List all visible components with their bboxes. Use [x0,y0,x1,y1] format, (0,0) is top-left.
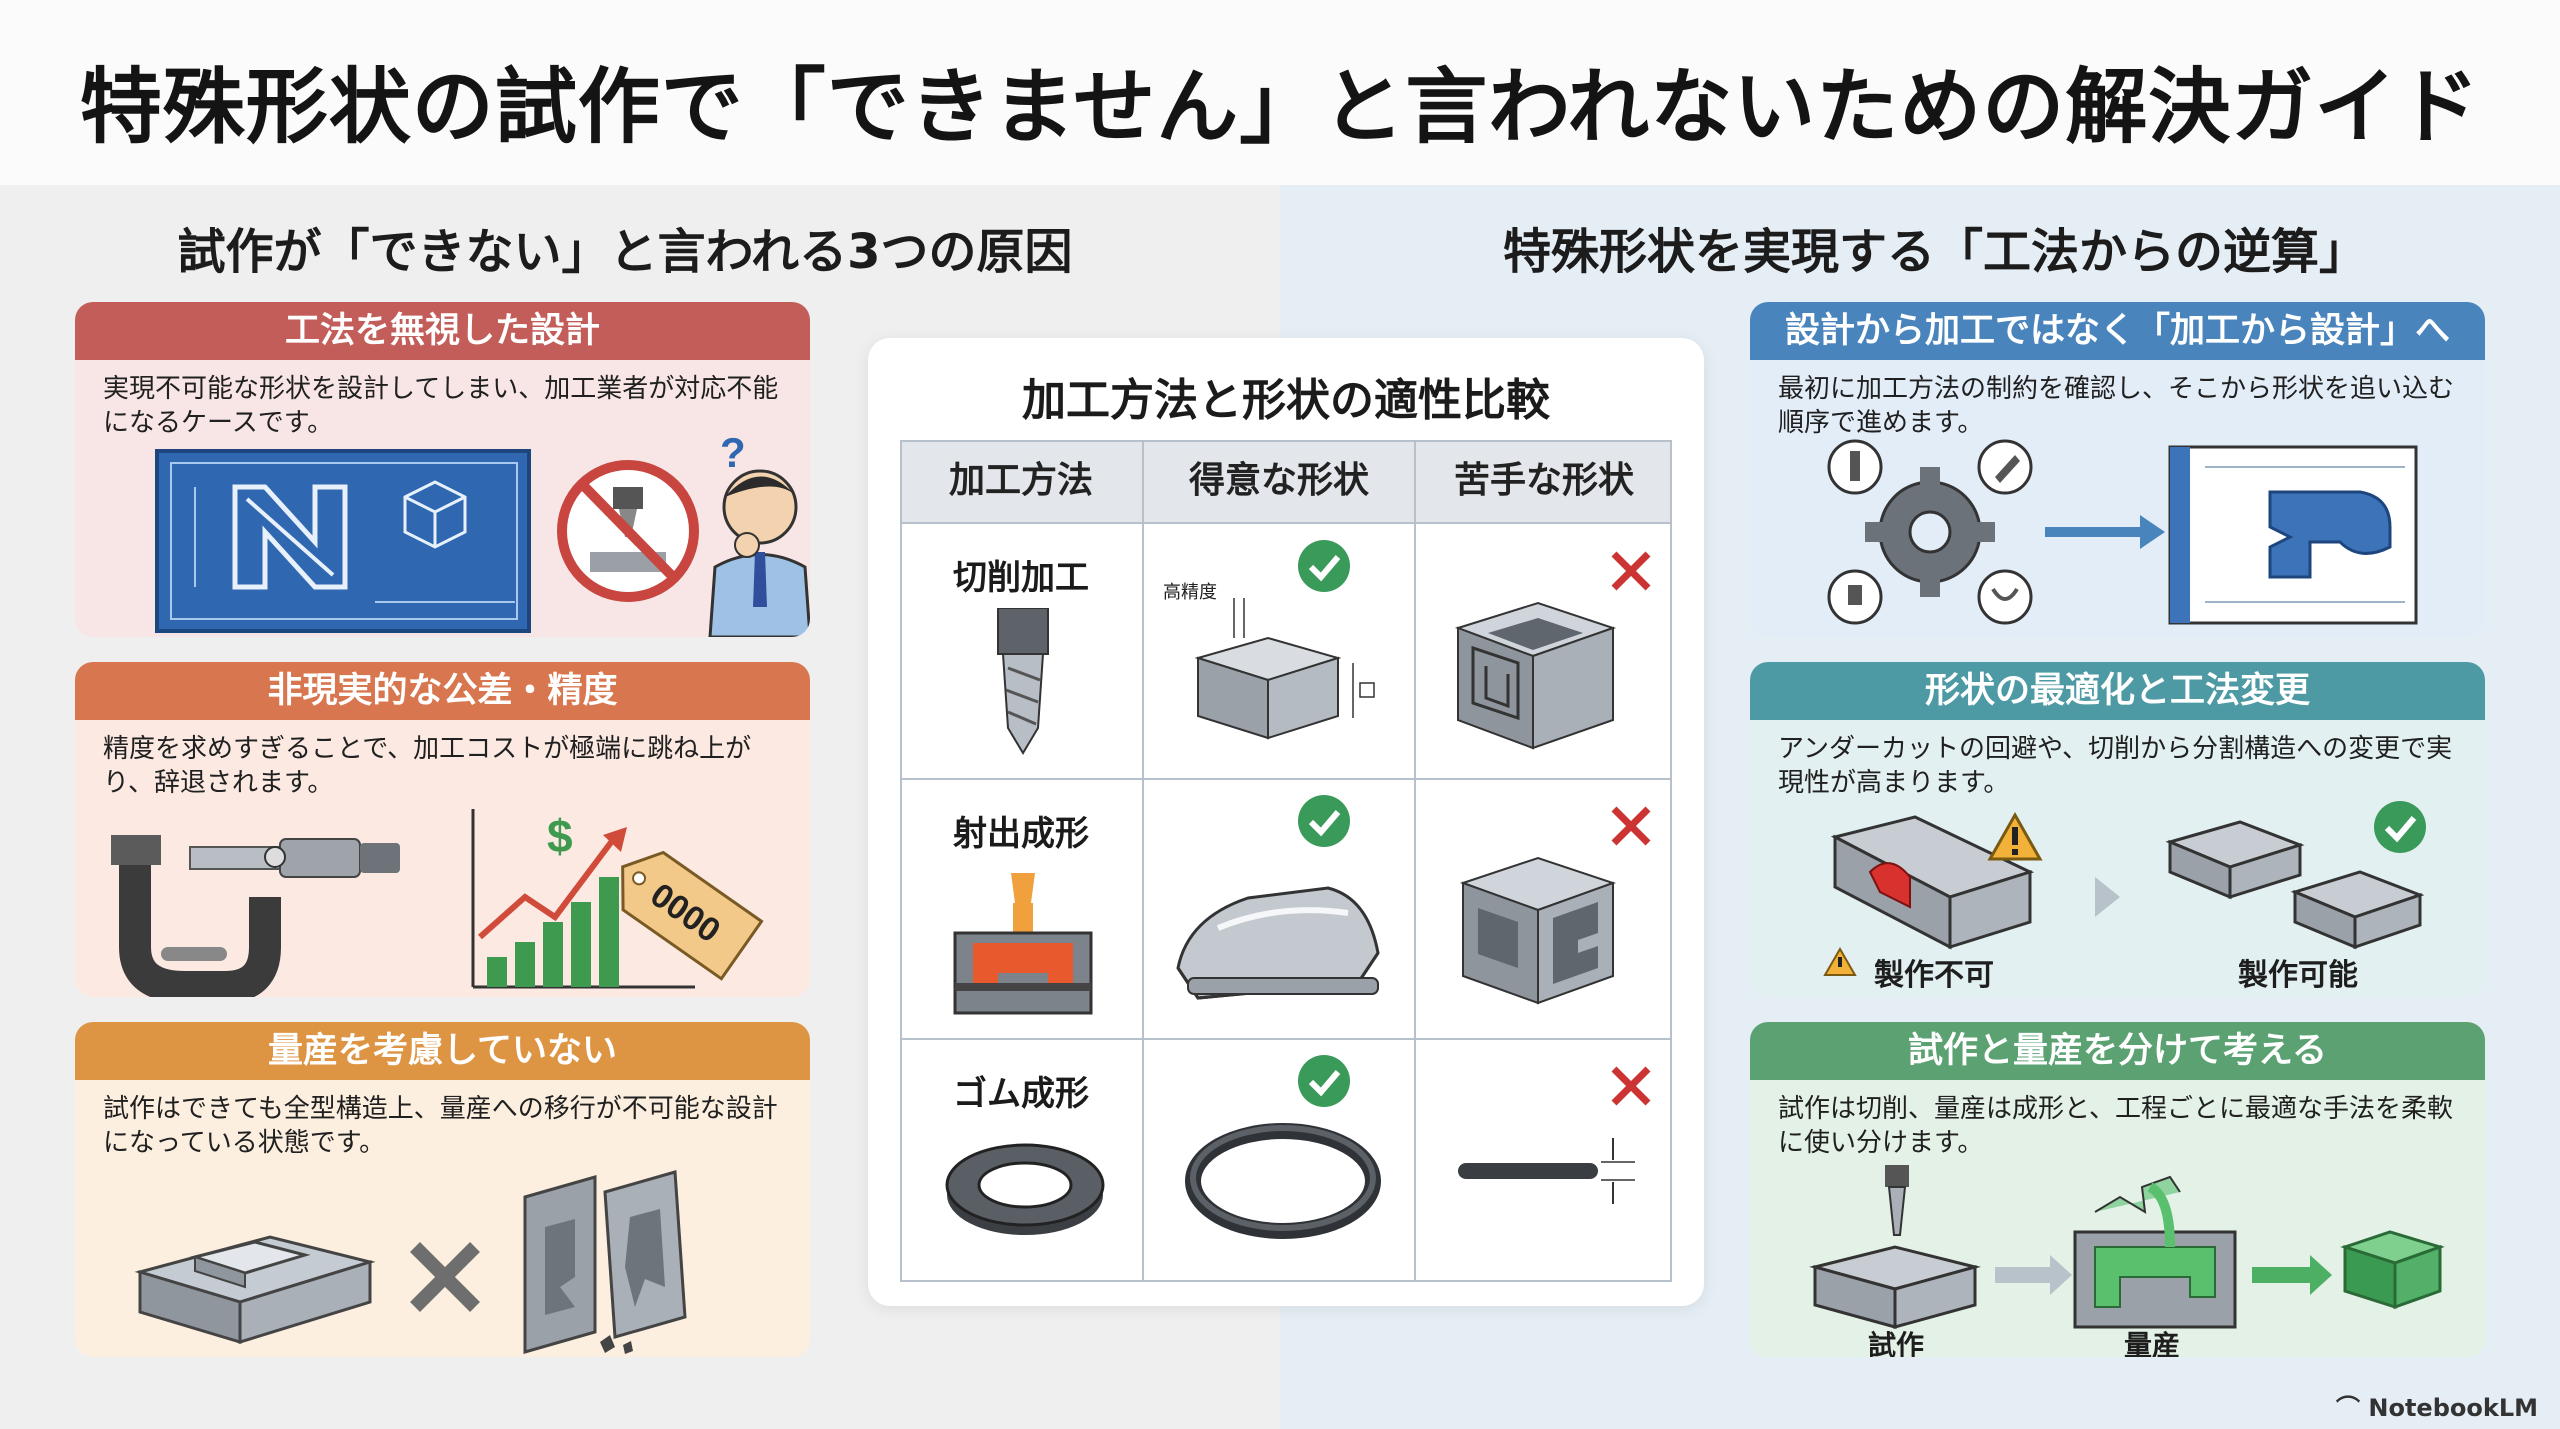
grid-line [900,440,1672,442]
grid-line [900,778,1672,780]
solution-card-process-first: 設計から加工ではなく「加工から設計」へ 最初に加工方法の制約を確認し、そこから形… [1750,302,2485,637]
blueprint-result-icon [2168,445,2418,625]
mass-production-illustration [134,1170,687,1354]
cutting-prototype-icon [1809,1165,1981,1329]
cause-card-tolerance-title: 非現実的な公差・精度 [75,662,810,720]
label-cannot-make: 製作不可 [1874,958,1994,993]
process-to-design-illustration [1827,439,2418,625]
brand-icon: ⌒ [2336,1394,2369,1422]
arrow-right-icon [2252,1255,2332,1295]
method-rubber: ゴム成形 [953,1074,1089,1114]
precision-note: 高精度 [1163,582,1217,603]
split-part-icon [2165,820,2425,950]
micrometer-icon [111,835,400,997]
shape-optimization-illustration [1823,801,2426,976]
thin-rod-shape [1458,1138,1635,1204]
header-good-shape: 得意な形状 [1144,440,1414,522]
grid-line [1670,440,1672,1282]
method-cutting: 切削加工 [953,558,1089,598]
solution-card-separate-body: 試作は切削、量産は成形と、工程ごとに最適な手法を柔軟に使い分けます。 [1778,1094,2453,1158]
check-icon [2374,801,2426,853]
tool-glyph-icons [1848,451,2020,605]
page-title: 特殊形状の試作で「できません」と言われないための解決ガイド [79,60,2481,155]
svg-text:?: ? [720,437,746,476]
injection-mold-icon [953,873,1093,1015]
solution-card-process-first-body: 最初に加工方法の制約を確認し、そこから形状を追い込む順序で進めます。 [1778,374,2455,438]
cross-icon [1611,806,1651,846]
label-prototype: 試作 [1868,1329,1925,1357]
arrow-right-icon [1995,1255,2072,1295]
cause-card-mass-production: 量産を考慮していない 試作はできても全型構造上、量産への移行が不可能な設計になっ… [75,1022,810,1357]
blueprint-icon [155,449,531,633]
comparison-panel: 加工方法と形状の適性比較 加工方法 得意な形状 苦手な形状 切削加工 高精度 [868,338,1704,1306]
cross-icon [1611,1066,1651,1106]
cross-icon [1611,551,1651,591]
comparison-title: 加工方法と形状の適性比較 [1022,375,1550,426]
cause-card-design: 工法を無視した設計 実現不可能な形状を設計してしまい、加工業者が対応不能になるケ… [75,302,810,637]
simple-block-shape [1194,598,1375,740]
tolerance-cost-illustration: $ 0000 [111,809,764,997]
solution-card-separate: 試作と量産を分けて考える 試作は切削、量産は成形と、工程ごとに最適な手法を柔軟に… [1750,1022,2485,1357]
solution-card-separate-title: 試作と量産を分けて考える [1750,1022,2485,1080]
grid-line [900,1280,1672,1282]
label-mass-production: 量産 [2124,1329,2181,1357]
check-icon [1298,1055,1350,1107]
cause-card-tolerance: 非現実的な公差・精度 精度を求めすぎることで、加工コストが極端に跳ね上がり、辞退… [75,662,810,997]
grid-line [900,440,902,1282]
rubber-ring-icon [945,1143,1105,1235]
proto-vs-mass-illustration [1809,1165,2445,1329]
o-ring-shape [1185,1123,1381,1239]
grid-line [900,1038,1672,1040]
header-bad-shape: 苦手な形状 [1416,440,1672,522]
solution-card-optimize: 形状の最適化と工法変更 アンダーカットの回避や、切削から分割構造への変更で実現性… [1750,662,2485,997]
undercut-block-shape [1459,856,1617,1005]
end-mill-icon [997,608,1049,755]
cross-mark-icon [410,1242,480,1312]
header-method: 加工方法 [900,440,1142,522]
solution-card-optimize-title: 形状の最適化と工法変更 [1750,662,2485,720]
grid-line [900,522,1672,524]
broken-mold-icon [523,1170,687,1354]
svg-text:$: $ [547,810,573,862]
brand-name: NotebookLM [2368,1394,2538,1422]
machined-block-icon [134,1235,376,1345]
deep-pocket-shape [1454,601,1617,750]
product-cube-icon [2340,1230,2445,1310]
rising-cost-chart-icon: $ [471,809,695,989]
warning-icon [1987,811,2043,861]
gear-icon [1865,467,1995,597]
label-can-make: 製作可能 [2238,958,2358,993]
price-tag-icon: 0000 [621,850,764,981]
cause-card-mass-production-title: 量産を考慮していない [75,1022,810,1080]
mold-production-icon [2073,1175,2237,1329]
grid-line [1414,440,1416,1282]
grid-line [1142,440,1144,1282]
cause-card-mass-production-body: 試作はできても全型構造上、量産への移行が不可能な設計になっている状態です。 [103,1094,778,1158]
small-warning-icon [1823,946,1857,976]
check-icon [1298,795,1350,847]
brand-logo: ⌒ NotebookLM [2336,1388,2538,1423]
solution-card-optimize-body: アンダーカットの回避や、切削から分割構造への変更で実現性が高まります。 [1778,734,2453,798]
method-injection: 射出成形 [953,814,1089,854]
check-icon [1298,540,1350,592]
no-machining-icon [557,460,699,602]
arrow-right-icon [2095,877,2120,917]
confused-person-icon: ? [708,437,810,637]
impossible-design-illustration: ? [155,437,810,637]
title-bar: 特殊形状の試作で「できません」と言われないための解決ガイド [0,0,2560,185]
curved-housing-shape [1176,886,1380,1000]
arrow-right-icon [2045,515,2165,549]
cause-card-tolerance-body: 精度を求めすぎることで、加工コストが極端に跳ね上がり、辞退されます。 [103,734,752,798]
cause-card-design-title: 工法を無視した設計 [75,302,810,360]
right-column-heading: 特殊形状を実現する「工法からの逆算」 [1502,224,2367,280]
solution-card-process-first-title: 設計から加工ではなく「加工から設計」へ [1750,302,2485,360]
left-column-heading: 試作が「できない」と言われる3つの原因 [177,224,1073,280]
undercut-part-icon [1830,815,2035,950]
cause-card-design-body: 実現不可能な形状を設計してしまい、加工業者が対応不能になるケースです。 [103,374,779,438]
